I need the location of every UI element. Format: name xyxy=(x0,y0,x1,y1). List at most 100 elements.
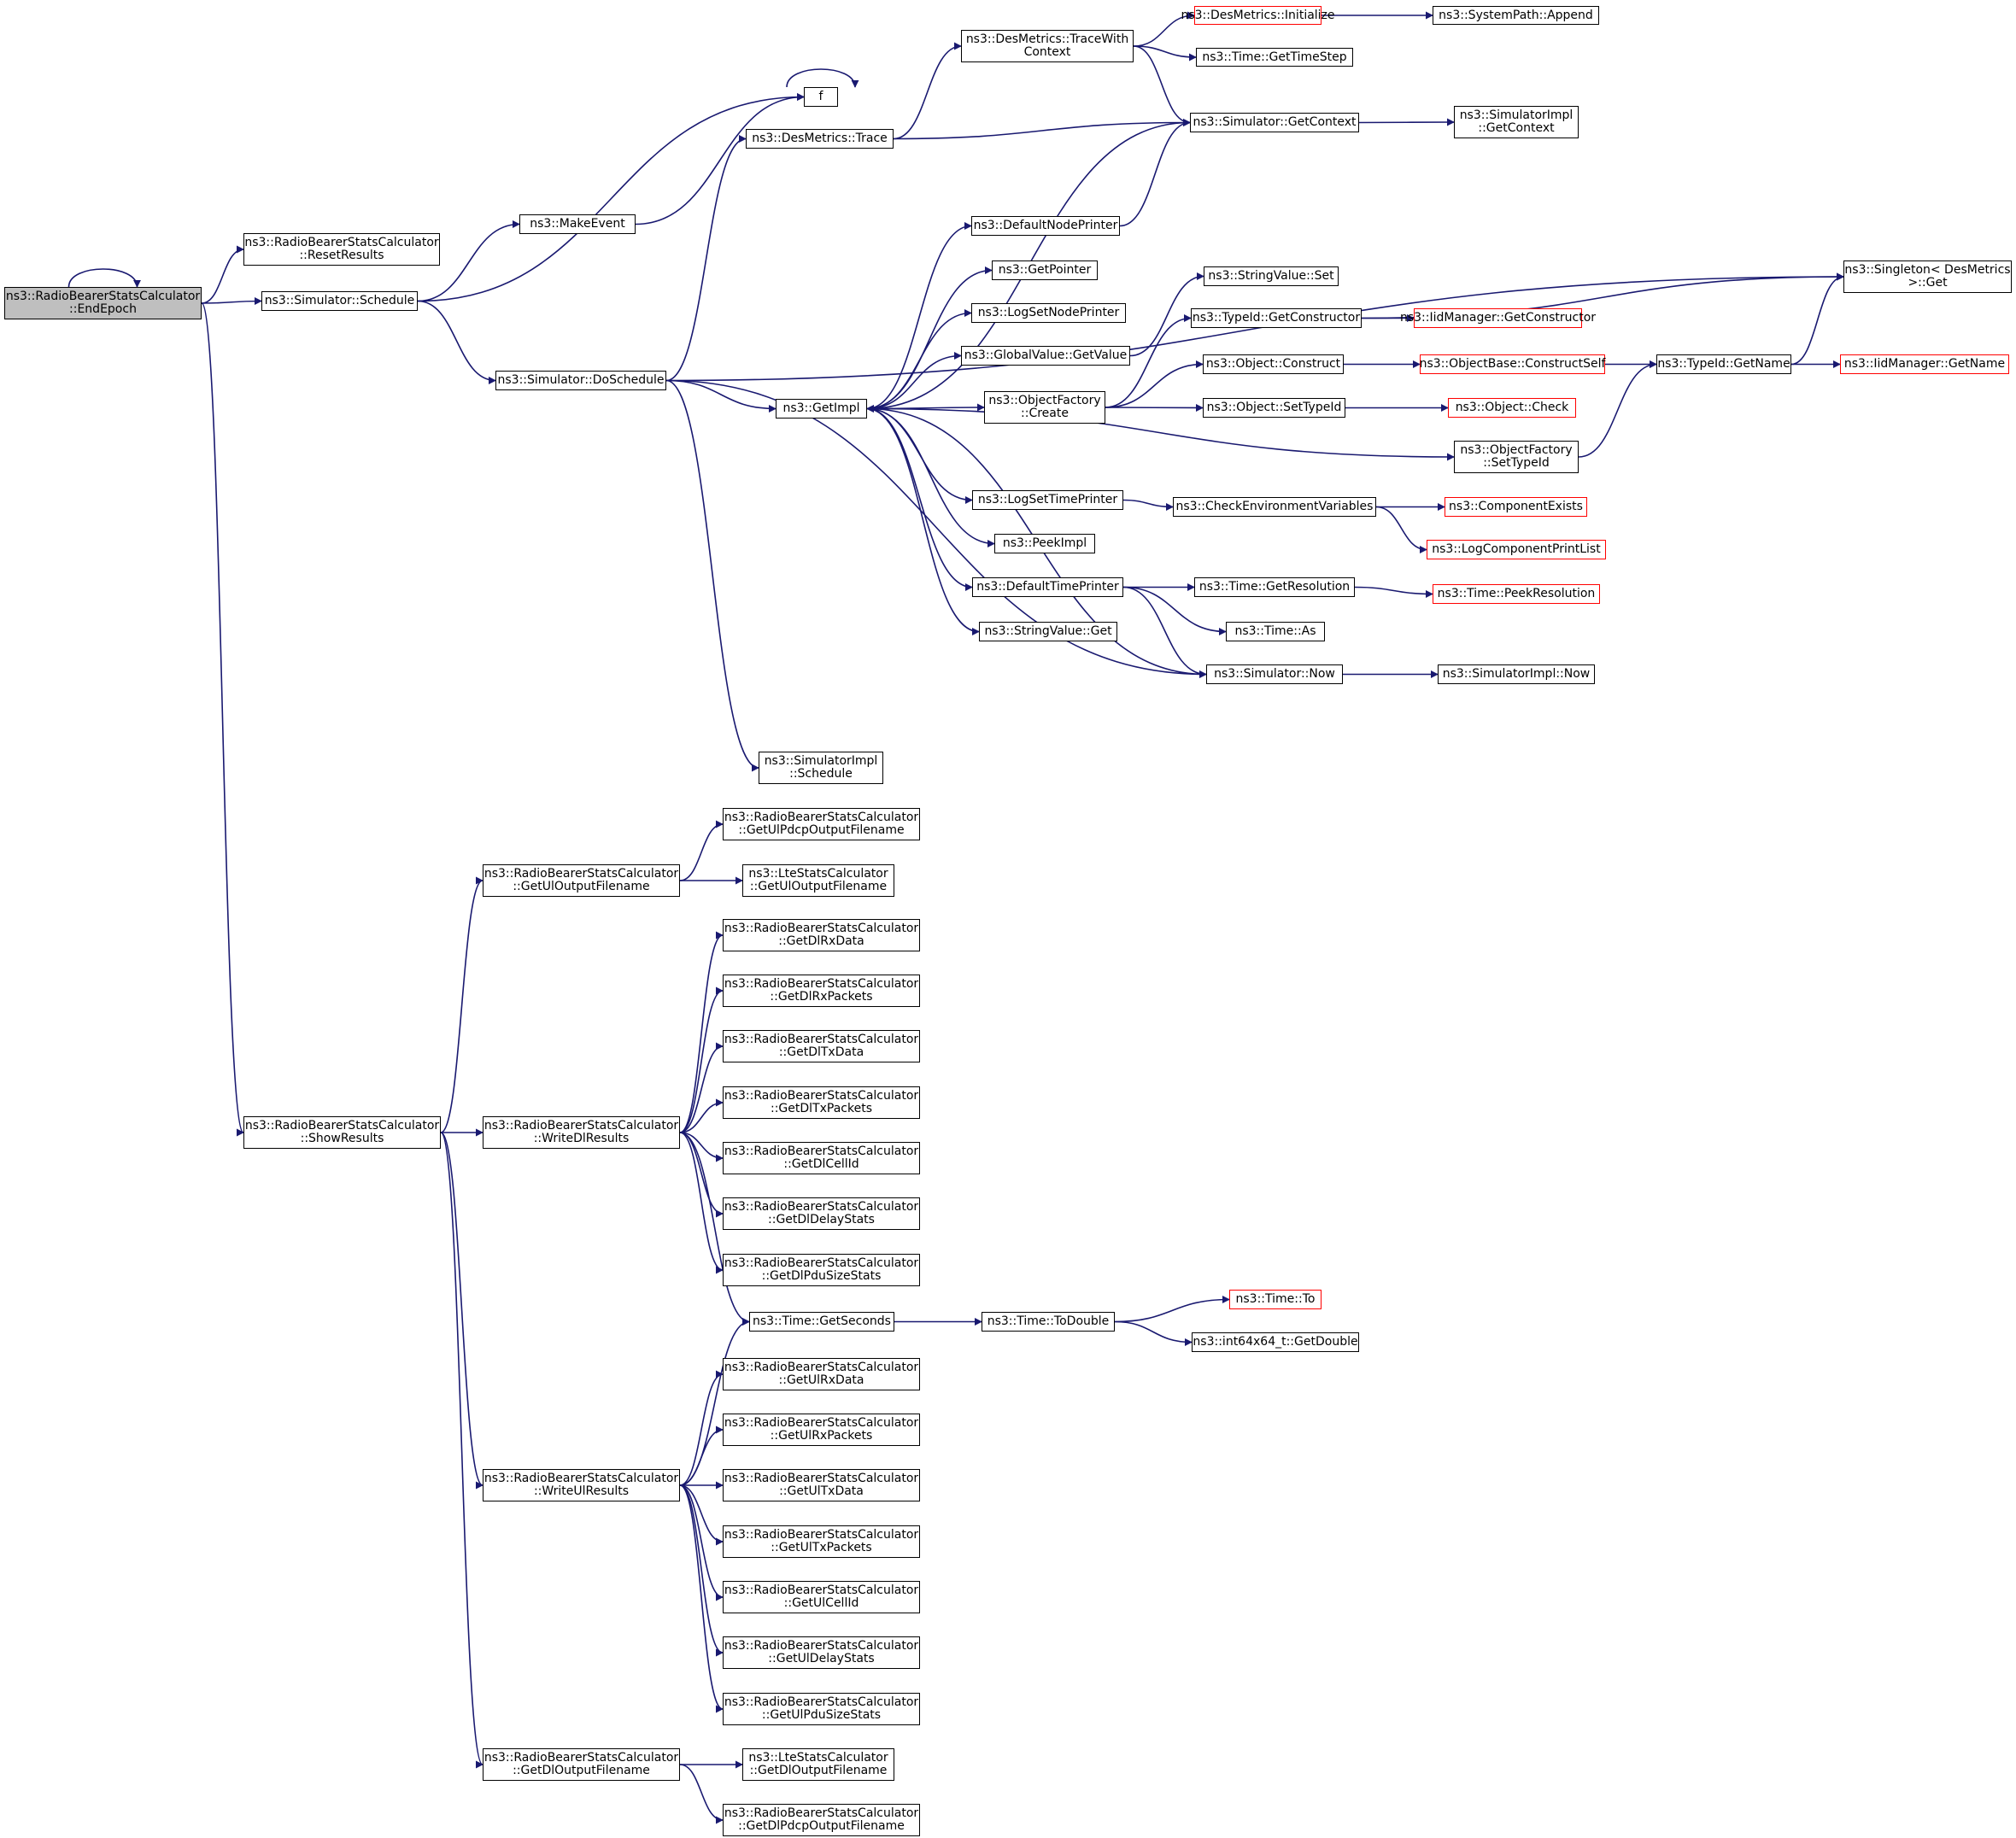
node-obj-factory-set-type-id[interactable]: ns3::ObjectFactory::SetTypeId xyxy=(1454,441,1579,473)
node-write-dl-results[interactable]: ns3::RadioBearerStatsCalculator::WriteDl… xyxy=(483,1116,680,1149)
node-label-line: ns3::RadioBearerStatsCalculator xyxy=(724,1200,919,1214)
edge-get-impl-to-log-set-node-printer xyxy=(866,309,972,410)
node-label-line: ns3::TypeId::GetName xyxy=(1657,357,1790,371)
node-get-dl-tx-data[interactable]: ns3::RadioBearerStatsCalculator::GetDlTx… xyxy=(723,1030,920,1062)
node-show-results[interactable]: ns3::RadioBearerStatsCalculator::ShowRes… xyxy=(243,1116,441,1149)
edge-log-set-time-printer-to-check-env-vars xyxy=(1122,499,1174,511)
node-get-ul-delay-stats[interactable]: ns3::RadioBearerStatsCalculator::GetUlDe… xyxy=(723,1636,920,1669)
node-end-epoch: ns3::RadioBearerStatsCalculator::EndEpoc… xyxy=(4,287,202,319)
node-sim-schedule[interactable]: ns3::Simulator::Schedule xyxy=(261,291,418,311)
node-label-line: ns3::LogComponentPrintList xyxy=(1432,542,1601,556)
node-sim-now[interactable]: ns3::Simulator::Now xyxy=(1206,664,1343,684)
node-f[interactable]: f xyxy=(804,87,838,107)
node-type-id-get-name[interactable]: ns3::TypeId::GetName xyxy=(1656,354,1791,374)
node-make-event[interactable]: ns3::MakeEvent xyxy=(519,214,636,234)
node-label-line: ::GetUlTxData xyxy=(779,1484,864,1498)
node-label-line: ns3::Time::GetResolution xyxy=(1198,580,1351,594)
node-iid-get-ctor[interactable]: ns3::IidManager::GetConstructor xyxy=(1400,308,1596,328)
node-label-line: ::GetUlRxPackets xyxy=(770,1429,873,1443)
edge-des-trace-to-sim-get-context xyxy=(893,119,1191,140)
node-get-dl-tx-packets[interactable]: ns3::RadioBearerStatsCalculator::GetDlTx… xyxy=(723,1086,920,1119)
node-component-exists[interactable]: ns3::ComponentExists xyxy=(1445,497,1587,517)
node-sim-get-context[interactable]: ns3::Simulator::GetContext xyxy=(1190,113,1359,132)
node-obj-set-type-id[interactable]: ns3::Object::SetTypeId xyxy=(1203,398,1345,418)
node-label-line: ns3::SimulatorImpl xyxy=(764,754,878,768)
node-obj-factory-create[interactable]: ns3::ObjectFactory::Create xyxy=(984,391,1105,424)
node-sim-do-schedule[interactable]: ns3::Simulator::DoSchedule xyxy=(495,371,666,390)
node-log-comp-print-list[interactable]: ns3::LogComponentPrintList xyxy=(1427,540,1606,559)
node-sim-impl-get-context[interactable]: ns3::SimulatorImpl::GetContext xyxy=(1454,106,1579,138)
node-peek-impl[interactable]: ns3::PeekImpl xyxy=(994,534,1095,553)
node-default-time-printer[interactable]: ns3::DefaultTimePrinter xyxy=(972,577,1123,597)
edge-write-ul-results-to-get-ul-cell-id xyxy=(679,1484,724,1601)
node-label-line: ns3::Singleton< DesMetrics xyxy=(1844,263,2011,277)
edge-get-impl-to-peek-impl xyxy=(866,407,995,547)
node-time-peek-resolution[interactable]: ns3::Time::PeekResolution xyxy=(1433,584,1600,604)
node-string-value-get[interactable]: ns3::StringValue::Get xyxy=(979,622,1117,641)
node-time-as[interactable]: ns3::Time::As xyxy=(1226,622,1325,641)
node-get-ul-cell-id[interactable]: ns3::RadioBearerStatsCalculator::GetUlCe… xyxy=(723,1581,920,1613)
node-label-line: ns3::PeekImpl xyxy=(1002,536,1087,550)
node-get-ul-tx-packets[interactable]: ns3::RadioBearerStatsCalculator::GetUlTx… xyxy=(723,1525,920,1558)
node-time-get-seconds[interactable]: ns3::Time::GetSeconds xyxy=(749,1312,894,1332)
node-sim-impl-schedule[interactable]: ns3::SimulatorImpl::Schedule xyxy=(759,752,883,784)
node-label-line: ns3::Object::SetTypeId xyxy=(1206,401,1342,414)
node-log-set-time-printer[interactable]: ns3::LogSetTimePrinter xyxy=(972,490,1123,510)
edge-des-trace-ctx-to-sim-get-context xyxy=(1133,45,1191,126)
node-get-dl-pdcp-out[interactable]: ns3::RadioBearerStatsCalculator::GetDlPd… xyxy=(723,1804,920,1836)
node-get-pointer[interactable]: ns3::GetPointer xyxy=(992,260,1098,280)
node-label-line: ns3::IidManager::GetName xyxy=(1843,357,2006,371)
node-global-get-value[interactable]: ns3::GlobalValue::GetValue xyxy=(961,346,1130,366)
node-get-ul-rx-packets[interactable]: ns3::RadioBearerStatsCalculator::GetUlRx… xyxy=(723,1414,920,1446)
node-label-line: ns3::StringValue::Get xyxy=(984,624,1112,638)
node-time-to-double[interactable]: ns3::Time::ToDouble xyxy=(982,1312,1115,1332)
node-des-init[interactable]: ns3::DesMetrics::Initialize xyxy=(1181,6,1335,25)
node-sys-path-append[interactable]: ns3::SystemPath::Append xyxy=(1433,6,1599,25)
node-sim-impl-now[interactable]: ns3::SimulatorImpl::Now xyxy=(1438,664,1595,684)
node-get-dl-rx-packets[interactable]: ns3::RadioBearerStatsCalculator::GetDlRx… xyxy=(723,975,920,1007)
edge-write-dl-results-to-time-get-seconds xyxy=(679,1132,750,1326)
edge-write-ul-results-to-get-ul-tx-packets xyxy=(679,1484,724,1546)
node-get-dl-out[interactable]: ns3::RadioBearerStatsCalculator::GetDlOu… xyxy=(483,1748,680,1781)
node-label-line: ns3::Simulator::DoSchedule xyxy=(497,373,665,387)
node-check-env-vars[interactable]: ns3::CheckEnvironmentVariables xyxy=(1173,497,1376,517)
node-default-node-printer[interactable]: ns3::DefaultNodePrinter xyxy=(971,216,1120,236)
node-get-ul-out[interactable]: ns3::RadioBearerStatsCalculator::GetUlOu… xyxy=(483,864,680,897)
node-iid-get-name[interactable]: ns3::IidManager::GetName xyxy=(1840,354,2009,374)
node-get-dl-delay-stats[interactable]: ns3::RadioBearerStatsCalculator::GetDlDe… xyxy=(723,1197,920,1230)
node-lte-get-dl-out[interactable]: ns3::LteStatsCalculator::GetDlOutputFile… xyxy=(742,1748,894,1781)
edge-end-epoch-to-end-epoch xyxy=(67,268,141,288)
node-time-get-resolution[interactable]: ns3::Time::GetResolution xyxy=(1194,577,1355,597)
node-get-dl-cell-id[interactable]: ns3::RadioBearerStatsCalculator::GetDlCe… xyxy=(723,1142,920,1174)
node-get-ul-tx-data[interactable]: ns3::RadioBearerStatsCalculator::GetUlTx… xyxy=(723,1469,920,1501)
edge-obj-factory-create-to-obj-construct xyxy=(1105,360,1204,408)
node-label-line: ns3::Time::As xyxy=(1234,624,1316,638)
node-time-to[interactable]: ns3::Time::To xyxy=(1229,1290,1322,1309)
node-get-ul-pdcp-out[interactable]: ns3::RadioBearerStatsCalculator::GetUlPd… xyxy=(723,808,920,840)
node-type-id-get-ctor[interactable]: ns3::TypeId::GetConstructor xyxy=(1191,308,1362,328)
node-reset-results[interactable]: ns3::RadioBearerStatsCalculator::ResetRe… xyxy=(243,233,440,266)
node-lte-get-ul-out[interactable]: ns3::LteStatsCalculator::GetUlOutputFile… xyxy=(742,864,894,897)
edge-write-dl-results-to-get-dl-rx-data xyxy=(679,931,724,1133)
node-obj-check[interactable]: ns3::Object::Check xyxy=(1448,398,1576,418)
node-write-ul-results[interactable]: ns3::RadioBearerStatsCalculator::WriteUl… xyxy=(483,1469,680,1501)
node-obj-base-construct-self[interactable]: ns3::ObjectBase::ConstructSelf xyxy=(1420,354,1605,374)
node-get-ul-pdu-size-stats[interactable]: ns3::RadioBearerStatsCalculator::GetUlPd… xyxy=(723,1693,920,1725)
node-singleton-get[interactable]: ns3::Singleton< DesMetrics >::Get xyxy=(1843,260,2012,293)
node-string-value-set[interactable]: ns3::StringValue::Set xyxy=(1204,266,1339,286)
node-time-get-step[interactable]: ns3::Time::GetTimeStep xyxy=(1196,48,1353,67)
node-get-ul-rx-data[interactable]: ns3::RadioBearerStatsCalculator::GetUlRx… xyxy=(723,1358,920,1390)
node-get-dl-pdu-size-stats[interactable]: ns3::RadioBearerStatsCalculator::GetDlPd… xyxy=(723,1254,920,1286)
node-int64-get-double[interactable]: ns3::int64x64_t::GetDouble xyxy=(1192,1332,1359,1352)
node-obj-construct[interactable]: ns3::Object::Construct xyxy=(1203,354,1344,374)
edge-write-ul-results-to-get-ul-rx-packets xyxy=(679,1425,724,1486)
node-log-set-node-printer[interactable]: ns3::LogSetNodePrinter xyxy=(971,303,1126,323)
node-des-trace[interactable]: ns3::DesMetrics::Trace xyxy=(746,129,894,149)
node-label-line: ns3::Time::To xyxy=(1235,1292,1316,1306)
node-label-line: ::GetDlOutputFilename xyxy=(749,1764,888,1777)
node-get-dl-rx-data[interactable]: ns3::RadioBearerStatsCalculator::GetDlRx… xyxy=(723,919,920,951)
node-label-line: ns3::RadioBearerStatsCalculator xyxy=(483,867,679,881)
node-get-impl[interactable]: ns3::GetImpl xyxy=(776,399,867,419)
node-label-line: ns3::TypeId::GetConstructor xyxy=(1192,311,1361,325)
